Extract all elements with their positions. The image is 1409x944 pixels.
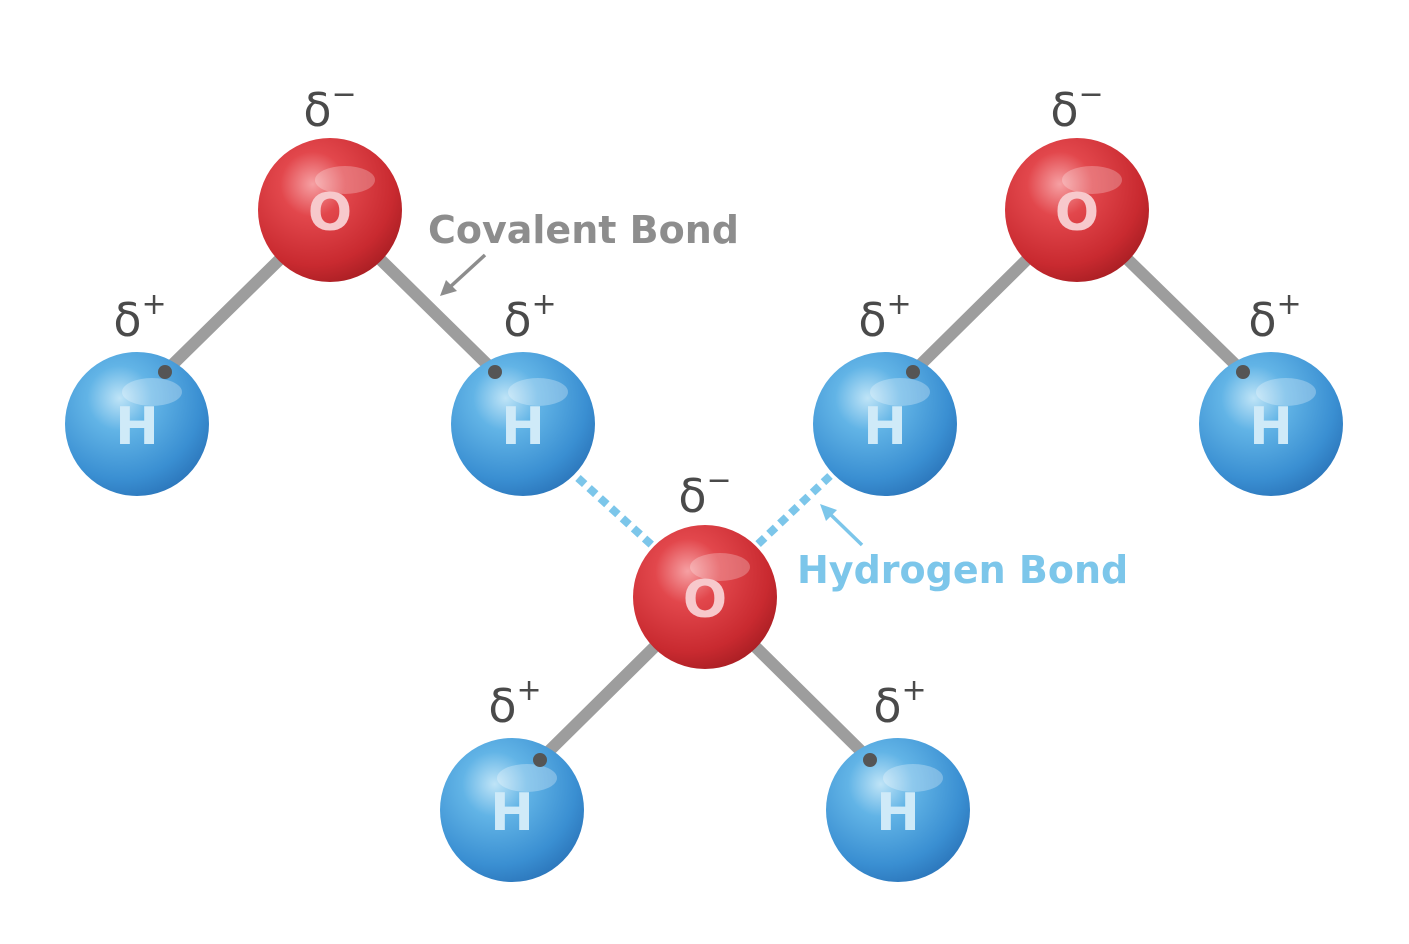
partial-positive-charge: δ+ [858,287,911,347]
oxygen-atom: O [258,138,402,282]
partial-positive-charge: δ+ [1248,287,1301,347]
atom-symbol: H [490,783,534,843]
covalent-bond-label: Covalent Bond [428,208,739,252]
atom-symbol: H [863,397,907,457]
hydrogen-atom: H [1199,352,1343,496]
atom-symbol: H [1249,397,1293,457]
arrow-icon [440,253,487,296]
oxygen-atom: O [633,525,777,669]
hydrogen-atom: H [451,352,595,496]
partial-positive-charge: δ+ [503,287,556,347]
hydrogen-bond-label: Hydrogen Bond [797,548,1128,592]
water-molecule-right: O H H δ− δ+ δ+ [813,77,1343,496]
oxygen-atom: O [1005,138,1149,282]
water-molecule-left: O H H δ− δ+ δ+ [65,77,595,496]
hydrogen-bond [575,475,658,551]
atom-symbol: H [115,397,159,457]
atom-symbol: H [501,397,545,457]
partial-positive-charge: δ+ [873,673,926,733]
water-molecule-center: O H H δ− δ+ δ+ [440,463,970,882]
partial-negative-charge: δ− [1050,77,1103,137]
arrow-icon [820,504,864,547]
atom-symbol: O [1055,183,1099,243]
hydrogen-atom: H [826,738,970,882]
hydrogen-bond-annotation: Hydrogen Bond [797,504,1128,592]
hydrogen-atom: H [65,352,209,496]
covalent-bond-annotation: Covalent Bond [428,208,739,296]
atom-symbol: O [683,570,727,630]
partial-positive-charge: δ+ [488,673,541,733]
hydrogen-bond [752,473,833,550]
hydrogen-atom: H [813,352,957,496]
partial-negative-charge: δ− [303,77,356,137]
atom-symbol: H [876,783,920,843]
partial-negative-charge: δ− [678,463,731,523]
partial-positive-charge: δ+ [113,287,166,347]
hydrogen-atom: H [440,738,584,882]
atom-symbol: O [308,183,352,243]
